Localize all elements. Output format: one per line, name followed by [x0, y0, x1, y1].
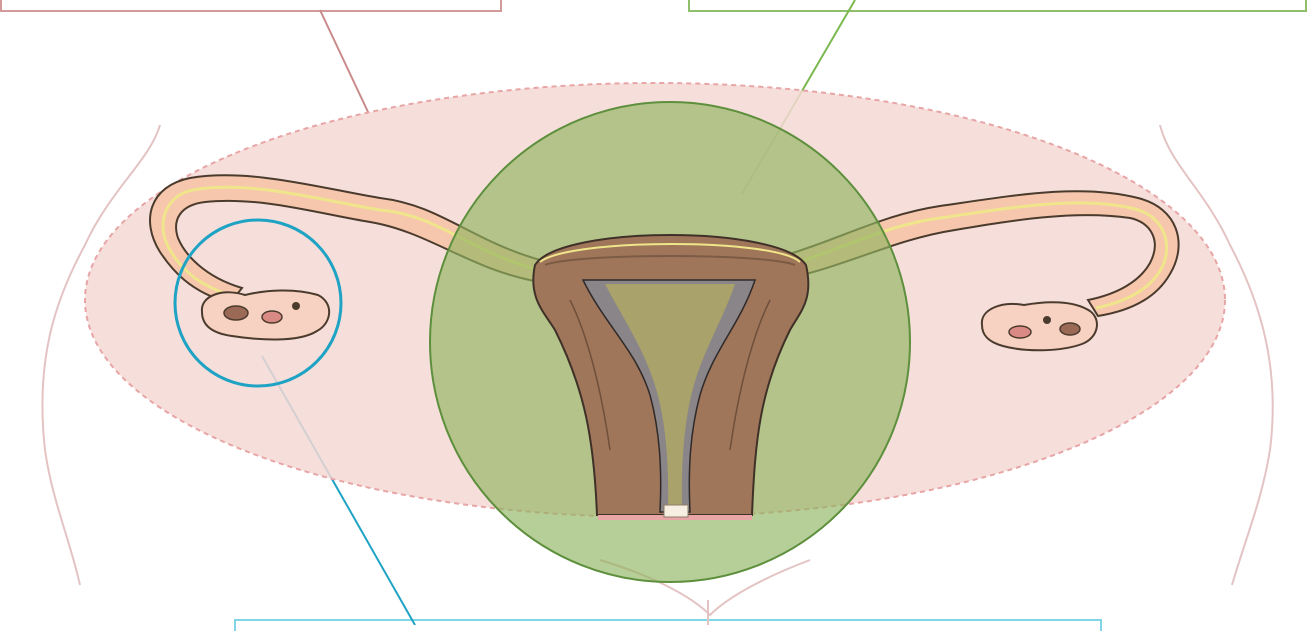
right-ovary — [982, 302, 1097, 350]
left-ovary — [202, 290, 329, 339]
pelvic-leader-line — [320, 10, 368, 112]
